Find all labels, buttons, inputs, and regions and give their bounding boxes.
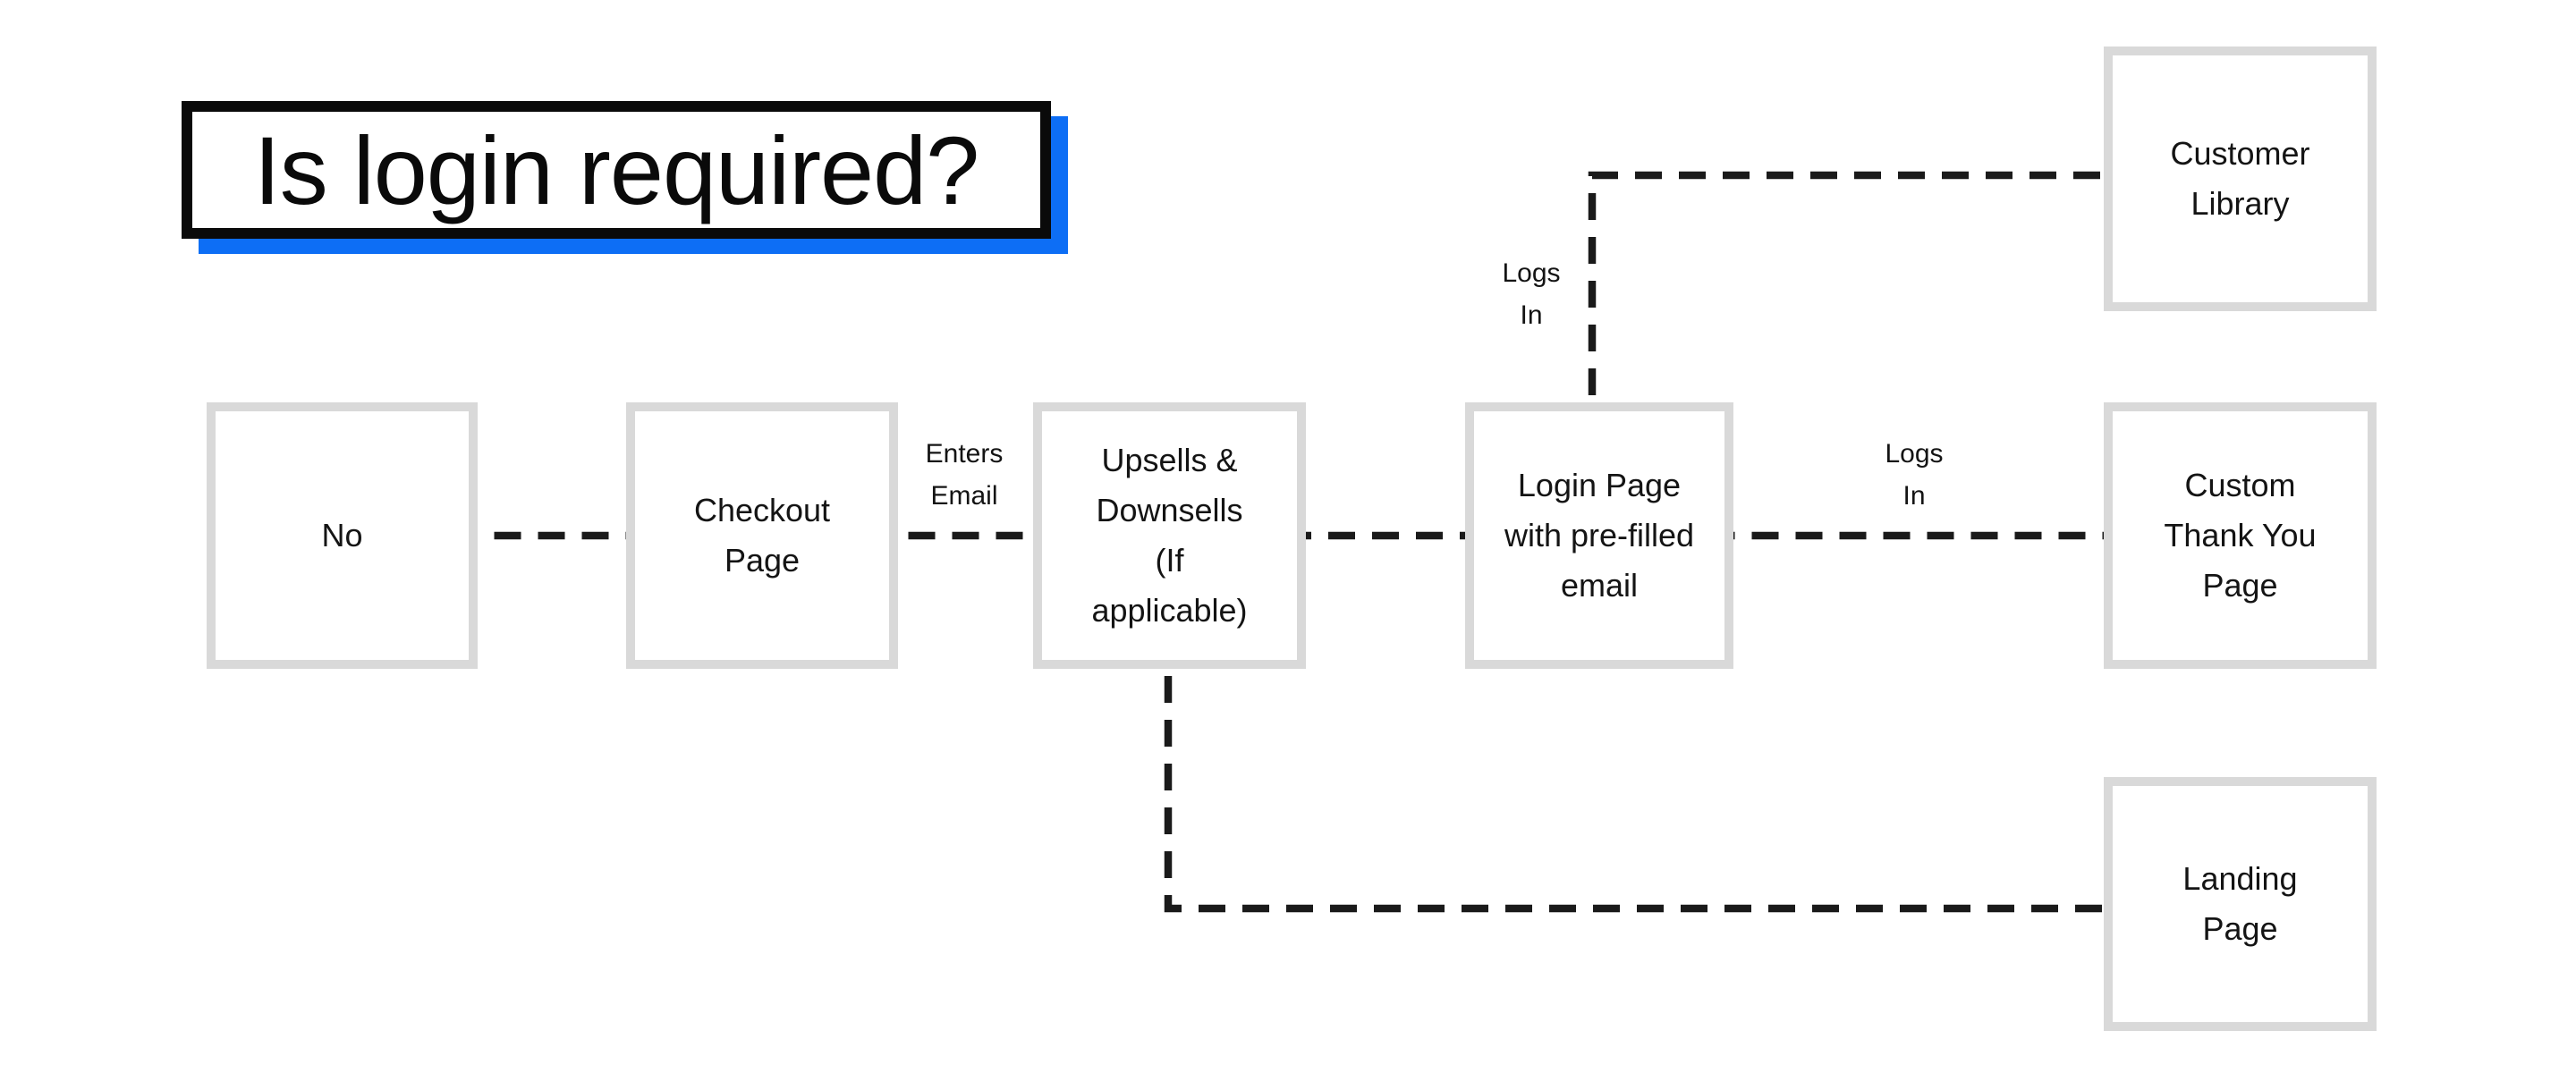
node-login-page: Login Page with pre-filled email [1465,402,1733,669]
title-text: Is login required? [253,115,980,224]
node-label: No [321,517,363,553]
node-label: Login Page with pre-filled email [1504,467,1695,604]
title-box: Is login required? [182,101,1051,239]
node-label: Customer Library [2170,135,2310,222]
node-customer-library: Customer Library [2104,46,2377,311]
edge-label-logs-in-right: Logs In [1885,439,1944,511]
node-custom-thank-you-page: Custom Thank You Page [2104,402,2377,669]
edge-label-logs-in-top: Logs In [1502,258,1561,330]
node-checkout-page: Checkout Page [626,402,898,669]
node-label: Checkout Page [693,492,831,579]
node-label: Upsells & Downsells (If applicable) [1091,442,1248,629]
node-label: Landing Page [2182,860,2298,947]
node-no: No [207,402,478,669]
edge-upsells-to-landing-page [1164,676,2104,913]
edge-login-to-customer-library [1588,171,2104,395]
edge-label-enters-email: Enters Email [925,439,1004,511]
node-label: Custom Thank You Page [2164,467,2317,604]
node-upsells-downsells: Upsells & Downsells (If applicable) [1033,402,1306,669]
node-landing-page: Landing Page [2104,777,2377,1031]
